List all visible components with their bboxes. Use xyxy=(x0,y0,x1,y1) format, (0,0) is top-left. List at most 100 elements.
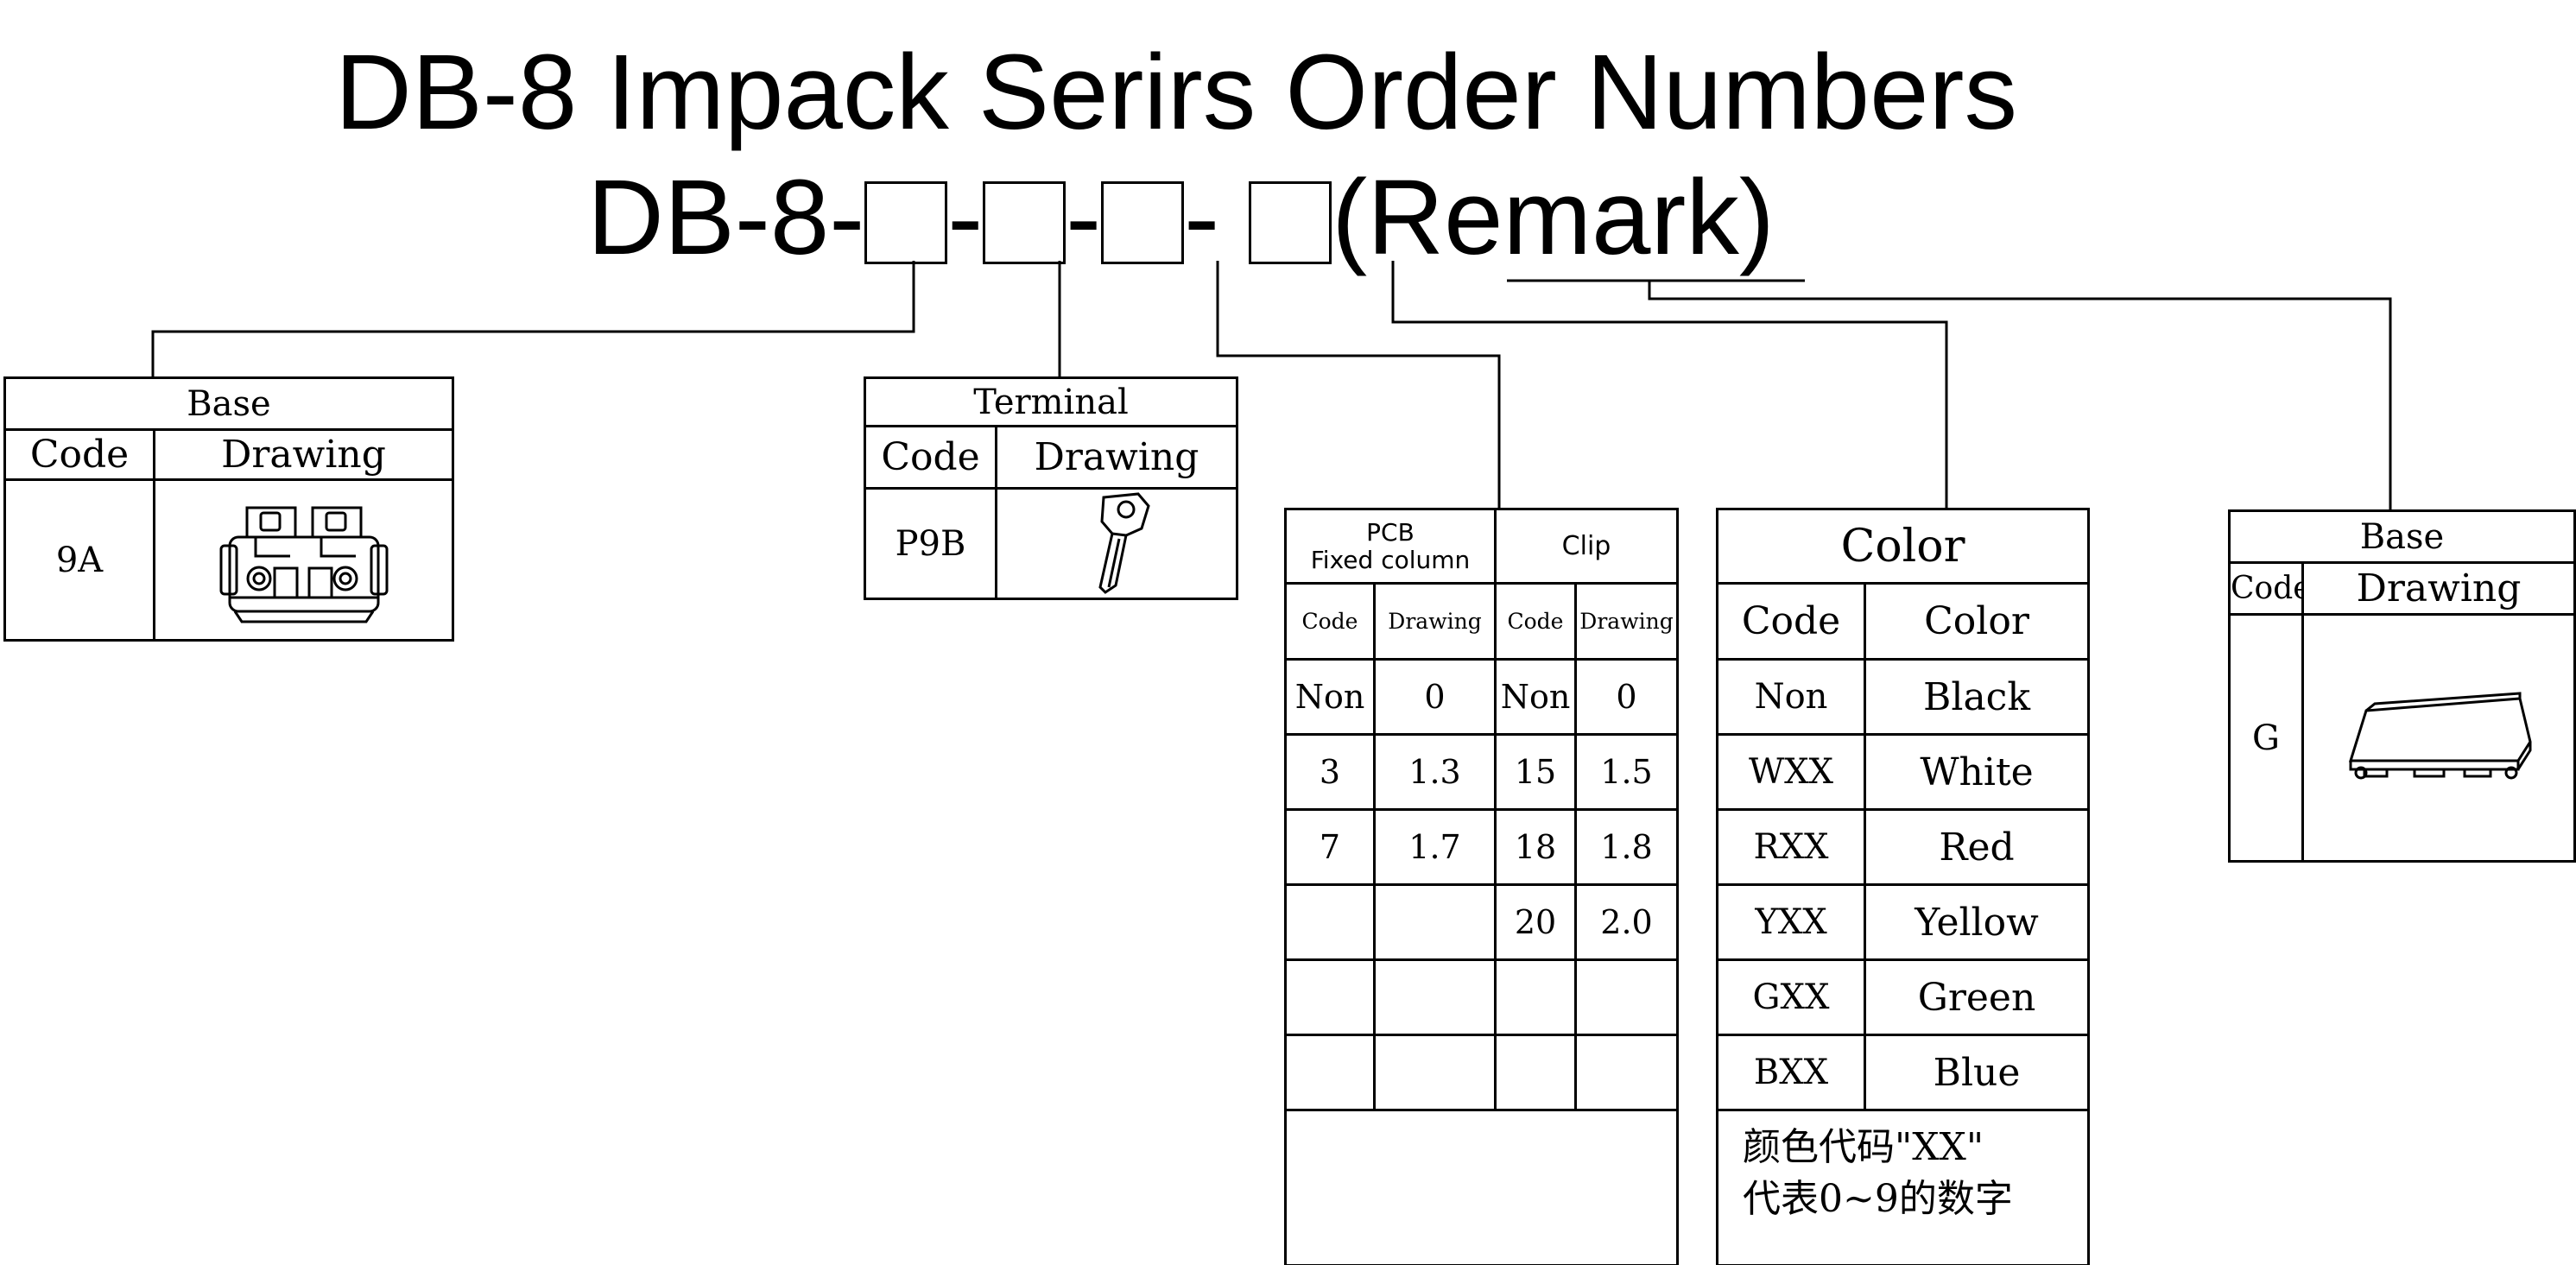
order-slot-pcb-clip xyxy=(1101,181,1185,264)
terminal-drawing xyxy=(995,487,1238,600)
clip-drawing: 1.5 xyxy=(1573,733,1680,811)
order-separator: - xyxy=(1184,159,1220,277)
pcb-drawing xyxy=(1373,958,1497,1036)
color-code: BXX xyxy=(1716,1034,1866,1111)
terminal-table: Terminal Code Drawing P9B xyxy=(864,376,1238,600)
table-row: RXX Red xyxy=(1716,808,2091,886)
line-pcb-clip xyxy=(1216,261,1501,509)
order-number-pattern: DB-8---- (Remark) xyxy=(587,154,1775,283)
clip-code: 18 xyxy=(1494,808,1577,886)
clip-header-code: Code xyxy=(1494,582,1577,661)
clip-drawing: 0 xyxy=(1573,658,1680,736)
terminal-header-drawing: Drawing xyxy=(995,425,1238,490)
table-row xyxy=(1283,1109,1680,1265)
table-row: YXX Yellow xyxy=(1716,883,2091,961)
clip-code: Non xyxy=(1494,658,1577,736)
pcb-clip-table: PCB Fixed column Clip Code Drawing Code … xyxy=(1283,508,1680,1265)
color-header-color: Color xyxy=(1863,582,2091,661)
cover-drawing xyxy=(2301,613,2576,863)
cover-plate-icon xyxy=(2348,691,2532,779)
pcb-title-line2: Fixed column xyxy=(1310,545,1471,574)
pcb-fixed-column-title: PCB Fixed column xyxy=(1284,508,1497,585)
pcb-code: 3 xyxy=(1284,733,1376,811)
line-color xyxy=(1391,261,1948,509)
pcb-drawing xyxy=(1373,1034,1497,1111)
pcb-drawing xyxy=(1373,883,1497,961)
clip-code: 20 xyxy=(1494,883,1577,961)
table-row: 7 1.7 18 1.8 xyxy=(1284,808,1680,886)
order-slot-terminal xyxy=(983,181,1066,264)
terminal-table-title: Terminal xyxy=(864,376,1238,427)
table-row: Non Black xyxy=(1716,658,2091,736)
cover-code: G xyxy=(2228,613,2304,863)
cover-header-drawing: Drawing xyxy=(2301,561,2576,616)
pcb-header-drawing: Drawing xyxy=(1373,582,1497,661)
pcb-code xyxy=(1284,1034,1376,1111)
color-table-title: Color xyxy=(1715,508,2091,585)
terminal-pin-icon xyxy=(1098,491,1150,594)
pcb-header-code: Code xyxy=(1284,582,1376,661)
table-row: Non 0 Non 0 xyxy=(1284,658,1680,736)
clip-drawing xyxy=(1573,958,1680,1036)
clip-title: Clip xyxy=(1493,508,1680,585)
color-table: Color Code Color Non Black WXX White RXX… xyxy=(1715,508,2091,1265)
order-separator: - xyxy=(947,159,984,277)
clip-code xyxy=(1494,958,1577,1036)
base-header-code: Code xyxy=(3,428,155,481)
clip-drawing: 2.0 xyxy=(1573,883,1680,961)
clip-header-drawing: Drawing xyxy=(1573,582,1680,661)
line-remark xyxy=(1648,281,2392,511)
pcb-code xyxy=(1284,883,1376,961)
color-code: YXX xyxy=(1716,883,1866,961)
cover-base-table: Base Code Drawing G xyxy=(2227,509,2576,863)
pcb-code xyxy=(1284,958,1376,1036)
terminal-code: P9B xyxy=(864,487,997,600)
order-slot-base xyxy=(864,181,948,264)
pcb-code: 7 xyxy=(1284,808,1376,886)
cover-header-code: Code xyxy=(2228,561,2304,616)
clip-drawing: 1.8 xyxy=(1573,808,1680,886)
color-name: Blue xyxy=(1863,1034,2091,1111)
cover-table-title: Base xyxy=(2227,509,2576,564)
table-row: BXX Blue xyxy=(1716,1034,2091,1111)
order-slot-color xyxy=(1249,181,1332,264)
color-note-line2: 代表0~9的数字 xyxy=(1743,1177,2013,1221)
table-row xyxy=(1284,958,1680,1036)
pcb-title-line1: PCB xyxy=(1366,517,1415,547)
table-row xyxy=(1284,1034,1680,1111)
base-header-drawing: Drawing xyxy=(152,428,455,481)
color-name: Green xyxy=(1863,958,2091,1036)
color-note-line1: 颜色代码"XX" xyxy=(1743,1125,1984,1169)
color-code: GXX xyxy=(1716,958,1866,1036)
table-row: GXX Green xyxy=(1716,958,2091,1036)
color-code: WXX xyxy=(1716,733,1866,811)
color-code: RXX xyxy=(1716,808,1866,886)
color-name: Black xyxy=(1863,658,2091,736)
base-code: 9A xyxy=(3,478,155,642)
base-connector-icon xyxy=(219,506,388,623)
line-base xyxy=(151,261,915,378)
color-header-code: Code xyxy=(1716,582,1866,661)
pcb-drawing: 1.7 xyxy=(1373,808,1497,886)
color-code-note: 颜色代码"XX" 代表0~9的数字 xyxy=(1715,1109,2091,1265)
table-row: 3 1.3 15 1.5 xyxy=(1284,733,1680,811)
color-name: White xyxy=(1863,733,2091,811)
clip-drawing xyxy=(1573,1034,1680,1111)
pcb-code: Non xyxy=(1284,658,1376,736)
order-separator: - xyxy=(1066,159,1102,277)
table-row: 20 2.0 xyxy=(1284,883,1680,961)
table-row: WXX White xyxy=(1716,733,2091,811)
color-name: Yellow xyxy=(1863,883,2091,961)
color-name: Red xyxy=(1863,808,2091,886)
clip-code xyxy=(1494,1034,1577,1111)
order-prefix: DB-8- xyxy=(587,159,865,277)
color-code: Non xyxy=(1716,658,1866,736)
base-drawing xyxy=(152,478,455,642)
base-table-title: Base xyxy=(3,376,455,431)
base-table: Base Code Drawing 9A xyxy=(3,376,455,642)
clip-code: 15 xyxy=(1494,733,1577,811)
order-remark: (Remark) xyxy=(1332,159,1775,277)
pcb-clip-blank-row xyxy=(1283,1109,1680,1265)
